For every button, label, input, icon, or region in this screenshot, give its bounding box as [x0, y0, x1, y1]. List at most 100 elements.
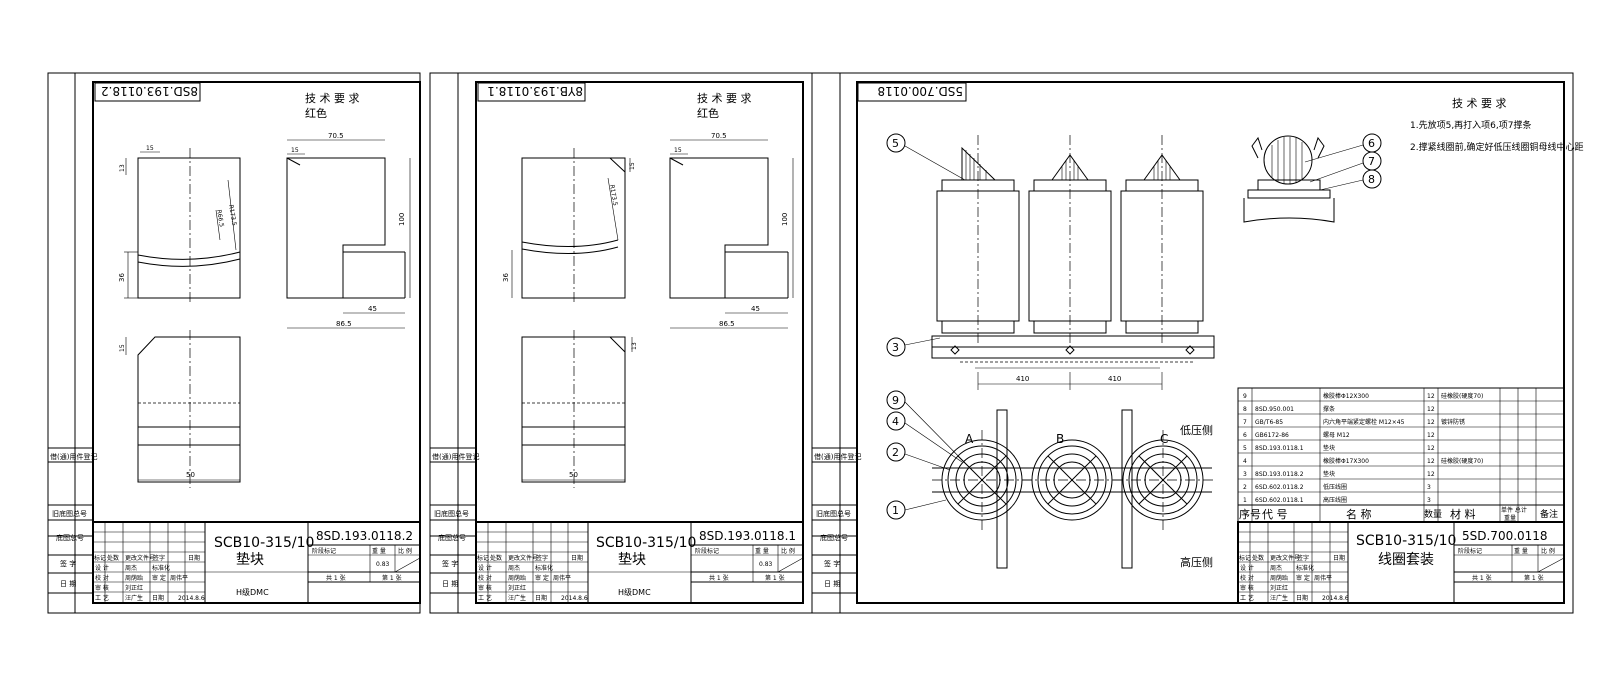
plan-bar-right [1121, 409, 1133, 569]
sheet2-dim-height: 100 [781, 213, 789, 226]
svg-text:12: 12 [1427, 432, 1435, 439]
plan-bar-left [996, 409, 1008, 569]
sheet3-side-detail [1243, 135, 1335, 223]
sheet3-tb-review: 审 核 [1240, 584, 1254, 592]
sheet3-tb-sign: 签字 [1297, 554, 1309, 562]
bom-row-4: 4 橡胶棒Φ17X300 12 硅橡胶(硬度70) [1243, 457, 1483, 465]
sheet2-margin-strip: 借(通)用件登记 旧底图总号 底图总号 签 字 日 期 [430, 73, 479, 613]
sheet1-tb-date-label: 日期 [152, 594, 164, 602]
sheet1-tb-scale-label: 比 例 [398, 547, 412, 555]
sheet1-tb-weight-label: 重 量 [372, 547, 386, 555]
bom-row-2: 2 6SD.602.0118.2 低压线圈 3 [1243, 483, 1431, 491]
sheet2-code-box [477, 82, 586, 102]
sheet3-tb-person-check: 周荫跆 [1270, 574, 1288, 582]
sheet1-dim-small-b: 15 [291, 147, 299, 154]
sheet2-tb-marks: 标记 [477, 554, 489, 562]
sheet2-margin-oldbase: 旧底图总号 [434, 509, 469, 518]
svg-text:7: 7 [1368, 155, 1375, 168]
bom-header-material: 材 料 [1450, 507, 1476, 521]
sheet1-view-side: 70.5 15 100 45 86.5 [286, 132, 411, 329]
svg-text:高压线圈: 高压线圈 [1323, 496, 1347, 504]
bom-header-code: 代 号 [1262, 508, 1288, 521]
sheet1-dim-radius-big: R173.5 [227, 204, 238, 226]
sheet3-rotated-code: 5SD.700.0118 [877, 84, 963, 98]
svg-text:2: 2 [892, 446, 899, 459]
svg-text:6SD.602.0118.1: 6SD.602.0118.1 [1255, 497, 1304, 504]
sheet3-tb-date-val: 2014.8.6 [1322, 595, 1349, 602]
sheet1-dim-height: 100 [398, 213, 406, 226]
sheet2-tech-note: 红色 [697, 106, 719, 120]
sheet1-tb-process: 工 艺 [95, 594, 109, 602]
callout-2: 2 [886, 442, 951, 471]
svg-text:5: 5 [892, 137, 899, 150]
sheet1-sheet-no: 第 1 张 [382, 574, 402, 582]
sheet3-side-high: 高压侧 [1180, 555, 1213, 569]
sheet3-phase-b: B [1056, 432, 1064, 446]
sheet1-tb-count: 处数 [107, 554, 119, 562]
sheet3-tb-scale-label: 比 例 [1541, 547, 1555, 555]
svg-text:4: 4 [1243, 458, 1247, 465]
sheet1-dim-left-h: 13 [119, 164, 126, 172]
callout-8: 8 [1319, 169, 1382, 191]
sheet2-tb-approve: 审 定 [535, 574, 549, 582]
sheet2-weight: 0.83 [759, 561, 773, 568]
sheet2-dim-radius-big: R173.5 [608, 184, 619, 206]
sheet3-tb-process: 工 艺 [1240, 594, 1254, 602]
sheet3-sheet-total: 共 1 张 [1472, 574, 1492, 582]
sheet1-tb-person-std: 周伟平 [170, 574, 188, 582]
svg-text:垫块: 垫块 [1323, 444, 1335, 452]
bom-row-1: 1 6SD.602.0118.1 高压线圈 3 [1243, 496, 1431, 504]
sheet2-view-side: 70.5 15 100 45 86.5 [669, 132, 794, 329]
bom-header-no: 序号 [1239, 507, 1261, 521]
svg-text:6: 6 [1368, 137, 1375, 150]
sheet-2: 借(通)用件登记 旧底图总号 底图总号 签 字 日 期 8YB.193.0118… [429, 72, 813, 614]
sheet3-dim-2: 410 [1108, 375, 1121, 383]
sheet1-tb-std: 标准化 [152, 564, 170, 572]
bom-row-7: 7 GB/T6-85 内六角平端紧定螺栓 M12×45 12 镀锌防锈 [1243, 418, 1465, 426]
sheet3-margin-base: 底图总号 [820, 533, 848, 542]
svg-text:内六角平端紧定螺栓 M12×45: 内六角平端紧定螺栓 M12×45 [1323, 418, 1405, 426]
coil-front-a [936, 135, 1020, 345]
sheet3-margin-date: 日 期 [824, 580, 840, 588]
sheet2-tech-title: 技 术 要 求 [697, 92, 752, 105]
sheet2-dim-small-a: 15 [629, 162, 636, 170]
sheet3-tb-count: 处数 [1252, 554, 1264, 562]
sheet1-tb-person-design: 周杰 [125, 564, 137, 572]
svg-text:1: 1 [1243, 497, 1247, 504]
sheet1-view-bottom: 15 50 [119, 330, 241, 488]
svg-text:12: 12 [1427, 445, 1435, 452]
sheet1-tb-person-process: 汪广生 [125, 594, 143, 602]
sheet1-inner-border [92, 81, 421, 604]
sheet2-dim-right-total: 86.5 [719, 320, 735, 328]
sheet3-tb-person-review: 刘正红 [1270, 584, 1288, 592]
svg-text:3: 3 [1427, 484, 1431, 491]
callout-9: 9 [886, 390, 973, 471]
sheet3-plan-view: A B C 低压侧 高压侧 [932, 409, 1213, 569]
sheet2-drawing-no: 8SD.193.0118.1 [699, 529, 796, 543]
sheet2-dim-bottom: 50 [569, 471, 578, 479]
sheet1-tb-approve: 审 定 [152, 574, 166, 582]
svg-text:8SD.193.0118.1: 8SD.193.0118.1 [1255, 445, 1304, 452]
sheet3-tb-changedoc: 更改文件号 [1270, 554, 1300, 562]
svg-text:8SD.950.001: 8SD.950.001 [1255, 406, 1294, 413]
sheet1-tb-changedoc: 更改文件号 [125, 554, 155, 562]
sheet3-front-elevation: 410 410 [931, 135, 1215, 390]
sheet1-code-box [94, 82, 201, 102]
svg-text:6SD.602.0118.2: 6SD.602.0118.2 [1255, 484, 1304, 491]
sheet2-tb-stage: 阶段标记 [695, 547, 719, 555]
sheet2-rotated-code: 8YB.193.0118.1 [487, 84, 583, 98]
svg-text:橡胶棒Φ12X300: 橡胶棒Φ12X300 [1323, 392, 1369, 400]
sheet2-margin-date: 日 期 [442, 580, 458, 588]
sheet1-margin-oldbase: 旧底图总号 [52, 509, 87, 518]
sheet2-tb-changedoc: 更改文件号 [508, 554, 538, 562]
svg-text:5: 5 [1243, 445, 1247, 452]
sheet2-sheet-total: 共 1 张 [709, 574, 729, 582]
sheet2-tb-person-process: 汪广生 [508, 594, 526, 602]
sheet2-dim-bottom-h: 13 [631, 342, 638, 350]
bom-row-6: 6 GB6172-86 螺母 M12 12 [1243, 431, 1435, 439]
svg-text:8: 8 [1368, 173, 1375, 186]
svg-text:低压线圈: 低压线圈 [1323, 483, 1347, 491]
svg-text:12: 12 [1427, 406, 1435, 413]
coil-plan-b [1022, 439, 1122, 521]
sheet1-tb-person-review: 刘正红 [125, 584, 143, 592]
